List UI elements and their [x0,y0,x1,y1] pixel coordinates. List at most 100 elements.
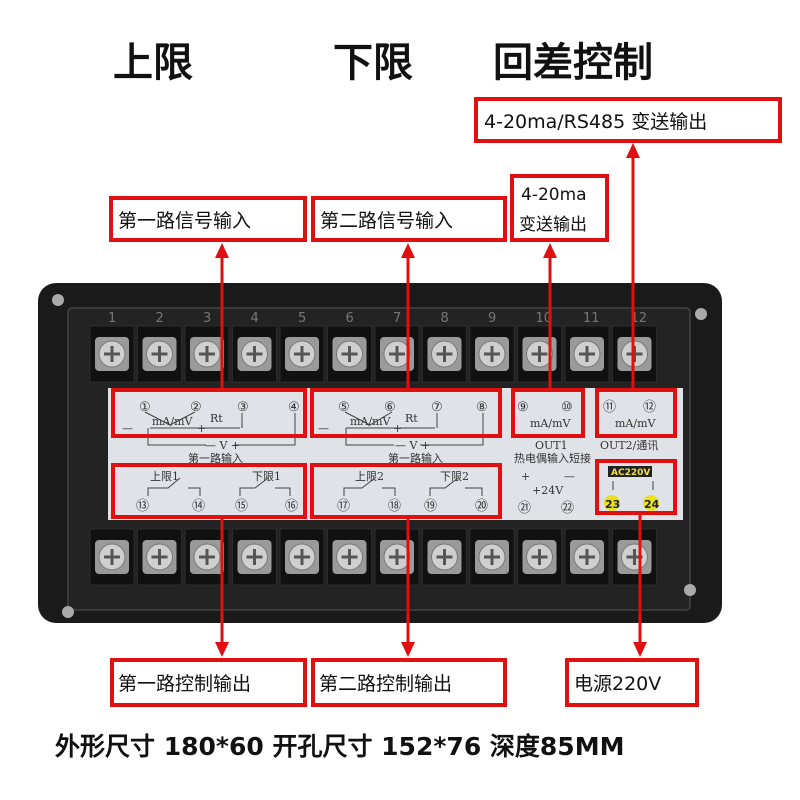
panel-out-1: ⑨ ⑩ mA/mV OUT1 热电偶输入短接 [514,400,591,465]
svg-text:24: 24 [644,498,660,511]
svg-text:上限1: 上限1 [150,470,179,483]
svg-text:⑱: ⑱ [388,499,401,514]
terminal-screw-icon [564,325,610,383]
highlight-relay-2 [310,463,502,519]
callout-box-420 [510,174,609,242]
terminal-number: 3 [203,311,211,326]
panel-input-2: ⑤ ⑥ ⑦ ⑧ mA/mV Rt — + — V + 第一路输入 [318,400,488,465]
svg-text:Rt: Rt [405,412,418,425]
svg-text:⑮: ⑮ [235,499,248,514]
title-upper-limit: 上限 [113,40,193,86]
callout-box-input2 [311,196,507,242]
highlight-power [595,459,677,515]
terminal-label-panel [108,388,683,520]
svg-text:⑲: ⑲ [424,499,437,514]
terminal-screw-icon [422,528,467,586]
svg-text:⑯: ⑯ [285,499,298,514]
highlight-input-1 [111,388,307,438]
callout-control-output-2: 第二路控制输出 [319,673,452,695]
terminal-number: 5 [298,311,306,326]
callout-420-line1: 4-20ma [521,185,587,205]
mount-screw-icon [52,294,64,306]
terminal-screw-icon [232,325,277,383]
terminal-number: 6 [346,311,354,326]
callout-box-control-2 [311,658,507,707]
terminal-screw-icon [232,528,277,586]
svg-text:OUT1: OUT1 [535,439,568,452]
terminal-number: 9 [488,311,496,326]
title-hysteresis-control: 回差控制 [493,40,653,86]
terminal-screw-icon [89,528,135,586]
svg-text:下限2: 下限2 [440,470,469,483]
svg-text:Rt: Rt [210,412,223,425]
svg-text:23: 23 [605,498,620,511]
terminal-screw-icon [184,325,230,383]
svg-text:mA/mV: mA/mV [350,415,392,428]
mount-screw-icon [695,308,707,320]
callout-box-power [565,658,699,707]
callout-signal-input-1: 第一路信号输入 [118,210,251,232]
svg-text:②: ② [190,400,202,415]
svg-text:㉑: ㉑ [518,501,531,516]
panel-relay-2: 上限2 下限2 ⑰ ⑱ ⑲ ⑳ [337,470,488,514]
mount-screw-icon [684,584,696,596]
svg-text:OUT2/通讯: OUT2/通讯 [600,439,658,452]
svg-text:mA/mV: mA/mV [152,415,194,428]
svg-text:⑰: ⑰ [337,499,350,514]
svg-text:+24V: +24V [532,484,564,497]
highlight-input-2 [310,388,502,438]
terminal-screw-icon [327,528,372,586]
callout-box-input1 [109,196,307,242]
terminal-number: 2 [156,311,164,326]
svg-text:第一路输入: 第一路输入 [188,451,243,465]
panel-power: AC220V 23 24 [604,466,660,511]
panel-supply-24v: + — +24V ㉑ ㉒ [518,470,575,516]
svg-text:— V +: — V + [395,439,430,452]
svg-text:⑨: ⑨ [517,400,529,415]
svg-text:㉒: ㉒ [561,501,574,516]
svg-text:⑤: ⑤ [338,400,350,415]
terminal-number: 12 [631,311,648,326]
panel-input-1: ① ② ③ ④ mA/mV Rt — + — V + 第一路输入 [122,400,300,465]
svg-text:下限1: 下限1 [252,470,281,483]
svg-text:⑪: ⑪ [603,400,616,415]
svg-text:热电偶输入短接: 热电偶输入短接 [514,451,591,465]
svg-text:⑥: ⑥ [384,400,396,415]
svg-text:mA/mV: mA/mV [530,417,572,430]
terminal-number: 1 [108,311,116,326]
svg-text:⑳: ⑳ [475,499,488,514]
terminal-number: 8 [441,311,449,326]
terminal-number: 11 [583,311,600,326]
terminal-screw-icon [374,325,420,383]
dimensions-footer: 外形尺寸 180*60 开孔尺寸 152*76 深度85MM [55,732,624,761]
callout-signal-input-2: 第二路信号输入 [320,210,453,232]
svg-text:— V +: — V + [205,439,240,452]
terminal-screw-icon [469,325,515,383]
svg-text:⑧: ⑧ [476,400,488,415]
svg-text:⑩: ⑩ [561,400,573,415]
svg-text:⑭: ⑭ [192,499,205,514]
svg-text:①: ① [139,400,151,415]
terminal-screw-icon [374,528,420,586]
terminal-screw-icon [422,325,467,383]
svg-text:③: ③ [237,400,249,415]
callout-box-control-1 [110,658,307,707]
svg-text:④: ④ [288,400,300,415]
terminal-screw-icon [137,325,182,383]
terminal-number: 7 [393,311,401,326]
callout-power: 电源220V [574,673,661,695]
callout-box-rs485 [474,97,782,143]
svg-text:⑦: ⑦ [431,400,443,415]
highlight-out-1 [511,388,585,438]
terminal-screw-icon [564,528,610,586]
highlight-out-2 [595,388,677,438]
svg-text:上限2: 上限2 [355,470,384,483]
callout-arrows [215,143,647,657]
terminal-screw-icon [517,325,562,383]
terminal-screw-icon [137,528,182,586]
terminal-number: 4 [251,311,259,326]
terminal-screw-icon [279,325,325,383]
svg-text:—: — [318,422,329,435]
terminal-screw-icon [279,528,325,586]
